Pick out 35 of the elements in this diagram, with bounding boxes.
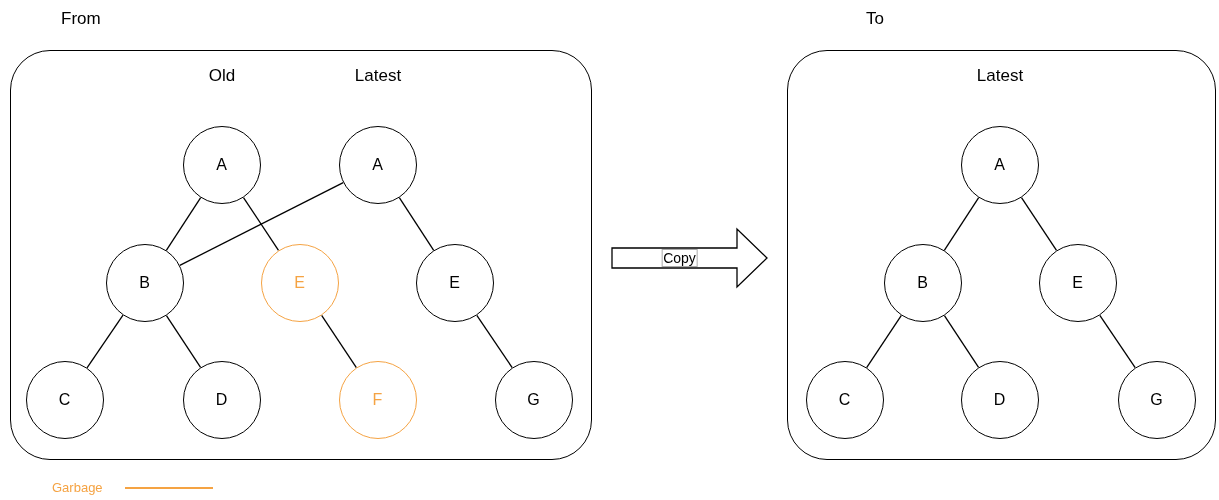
column-label: Old [208, 66, 236, 86]
node-letter: C [838, 390, 851, 409]
node-letter: E [449, 273, 460, 292]
node-letter: A [216, 155, 227, 174]
tree-link [321, 314, 357, 369]
node-letter: B [917, 273, 928, 292]
edge-label: Copy [661, 249, 698, 267]
column-label: Latest [354, 66, 402, 86]
tree-link [179, 181, 344, 267]
node-letter: G [1150, 390, 1163, 409]
tree-link [866, 314, 902, 369]
node-letter: D [993, 390, 1006, 409]
column-label: Latest [976, 66, 1024, 86]
tree-link [943, 314, 980, 369]
tree-link [86, 314, 124, 369]
legend-text: Garbage [52, 480, 103, 495]
tree-link [943, 197, 980, 251]
tree-link [476, 314, 513, 369]
node-letter: E [1072, 273, 1083, 292]
tree-link [398, 197, 435, 251]
node-letter: A [994, 155, 1005, 174]
tree-link [1099, 314, 1136, 369]
tree-link [165, 197, 202, 251]
node-letter: D [215, 390, 228, 409]
tree-link [165, 314, 202, 369]
node-letter: C [58, 390, 71, 409]
panel-heading: From [61, 9, 101, 29]
tree-link [1020, 196, 1058, 252]
tree-link [242, 196, 280, 252]
panel-heading: To [866, 9, 884, 29]
node-letter: G [527, 390, 540, 409]
node-letter: F [372, 390, 383, 409]
node-letter: A [372, 155, 383, 174]
node-letter: B [139, 273, 150, 292]
node-letter: E [294, 273, 305, 292]
